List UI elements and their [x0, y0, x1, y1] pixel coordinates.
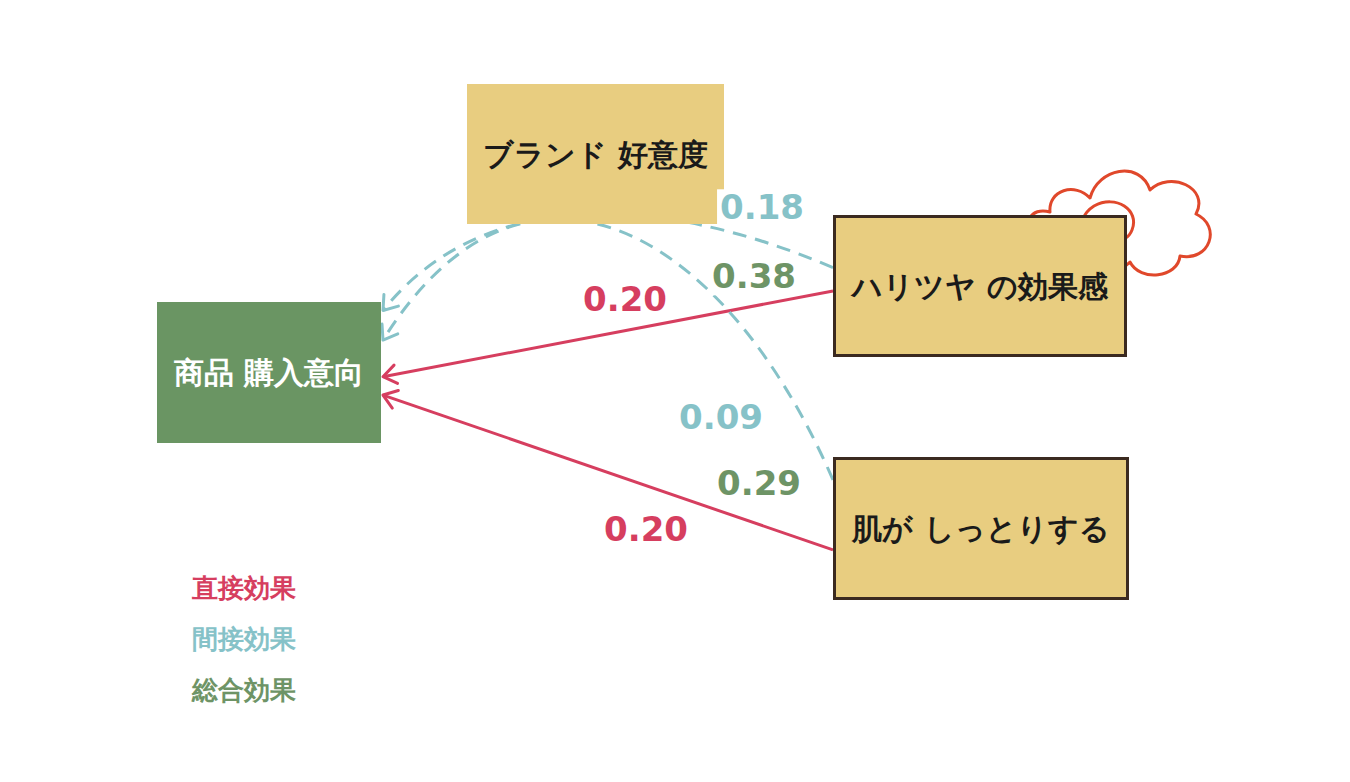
effect-value: 0.20 — [580, 281, 670, 318]
legend-entry: 総合効果 — [192, 675, 296, 706]
effect-value: 0.09 — [676, 399, 766, 436]
factor-box: 肌が しっとりする — [833, 457, 1129, 600]
effect-value: 0.20 — [601, 511, 691, 548]
node-label: 肌が しっとりする — [852, 509, 1109, 548]
total-effect-value: 0.29 — [714, 465, 804, 502]
outcome-box: 商品 購入意向 — [157, 302, 381, 443]
node-label: ハリツヤ の効果感 — [852, 267, 1107, 306]
total-effect-value: 0.38 — [709, 258, 799, 295]
factor-box: ブランド 好意度 — [467, 84, 724, 224]
factor-box: ハリツヤ の効果感 — [833, 215, 1127, 357]
node-label: 商品 購入意向 — [174, 353, 364, 392]
effect-value: 0.18 — [717, 189, 807, 226]
node-label: ブランド 好意度 — [483, 135, 707, 174]
legend-entry: 直接効果 — [192, 573, 296, 604]
indirect-effect-arrow — [382, 219, 833, 480]
direct-effect-arrow — [383, 391, 833, 550]
legend-entry: 間接効果 — [192, 624, 296, 655]
